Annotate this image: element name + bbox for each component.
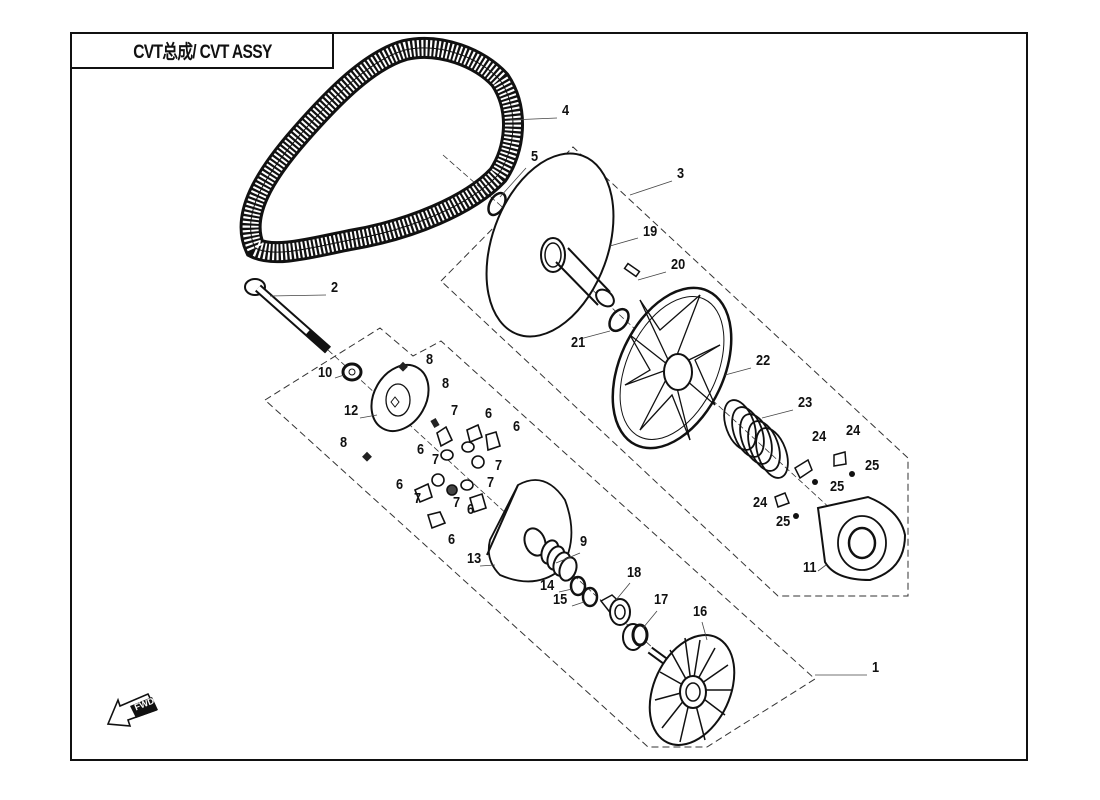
part-callout-12: 12 bbox=[344, 402, 359, 419]
part-callout-1: 1 bbox=[872, 659, 880, 676]
part-callout-24: 24 bbox=[846, 422, 861, 439]
part-callout-7: 7 bbox=[451, 402, 459, 419]
drive-fixed-sheave bbox=[647, 634, 736, 746]
slider-buttons bbox=[774, 451, 847, 508]
part-callout-6: 6 bbox=[485, 405, 493, 422]
part-callout-2: 2 bbox=[331, 279, 339, 296]
part-callout-8: 8 bbox=[442, 375, 450, 392]
driven-movable-sheave bbox=[611, 286, 733, 450]
forward-direction-marker: FWD bbox=[106, 688, 166, 728]
part-callout-7: 7 bbox=[495, 457, 503, 474]
part-callout-17: 17 bbox=[654, 591, 669, 608]
part-callout-8: 8 bbox=[340, 434, 348, 451]
leader-lines bbox=[269, 117, 867, 676]
part-callout-20: 20 bbox=[671, 256, 686, 273]
part-callout-6: 6 bbox=[396, 476, 404, 493]
part-callout-19: 19 bbox=[643, 223, 658, 240]
group-1-outline bbox=[264, 327, 816, 748]
part-callout-24: 24 bbox=[812, 428, 827, 445]
part-callout-25: 25 bbox=[830, 478, 845, 495]
part-callout-25: 25 bbox=[865, 457, 880, 474]
part-callout-23: 23 bbox=[798, 394, 813, 411]
screws bbox=[793, 471, 855, 519]
part-callout-14: 14 bbox=[540, 577, 555, 594]
part-callout-24: 24 bbox=[753, 494, 768, 511]
circlip bbox=[608, 307, 630, 333]
part-callout-7: 7 bbox=[487, 474, 495, 491]
forward-arrow-icon bbox=[106, 692, 158, 727]
part-callout-6: 6 bbox=[467, 501, 475, 518]
drive-spring bbox=[540, 539, 578, 582]
part-callout-16: 16 bbox=[693, 603, 708, 620]
guide-collars bbox=[362, 361, 440, 462]
diagram-title: CVT总成/ CVT ASSY bbox=[132, 42, 272, 63]
part-callout-11: 11 bbox=[803, 559, 817, 576]
part-callout-9: 9 bbox=[580, 533, 588, 550]
part-callout-18: 18 bbox=[627, 564, 642, 581]
part-callout-13: 13 bbox=[467, 550, 482, 567]
part-callout-21: 21 bbox=[571, 334, 586, 351]
part-callout-22: 22 bbox=[756, 352, 771, 369]
driven-spring bbox=[723, 399, 789, 479]
part-callout-7: 7 bbox=[414, 490, 422, 507]
part-callout-6: 6 bbox=[417, 441, 425, 458]
driven-fixed-sheave bbox=[485, 152, 615, 338]
key bbox=[623, 262, 641, 278]
part-callout-8: 8 bbox=[426, 351, 434, 368]
part-callout-7: 7 bbox=[453, 494, 461, 511]
washer-15 bbox=[581, 586, 599, 608]
diagram-title-box: CVT总成/ CVT ASSY bbox=[70, 32, 334, 69]
bolt bbox=[244, 278, 331, 354]
part-callout-7: 7 bbox=[432, 451, 440, 468]
part-callout-25: 25 bbox=[776, 513, 791, 530]
drive-belt bbox=[239, 36, 524, 264]
bearing-17 bbox=[622, 623, 649, 651]
ramp-plate bbox=[370, 364, 430, 432]
drawing-frame bbox=[70, 32, 1028, 761]
torque-cam bbox=[816, 495, 907, 582]
nut bbox=[341, 362, 363, 382]
part-callout-4: 4 bbox=[562, 102, 570, 119]
washer-14 bbox=[569, 575, 587, 597]
part-callout-10: 10 bbox=[318, 364, 333, 381]
part-callout-3: 3 bbox=[677, 165, 685, 182]
part-callout-5: 5 bbox=[531, 148, 539, 165]
roller-weights bbox=[413, 423, 501, 530]
part-callout-15: 15 bbox=[553, 591, 568, 608]
part-callout-6: 6 bbox=[513, 418, 521, 435]
bearing-18 bbox=[599, 594, 631, 626]
part-callout-6: 6 bbox=[448, 531, 456, 548]
